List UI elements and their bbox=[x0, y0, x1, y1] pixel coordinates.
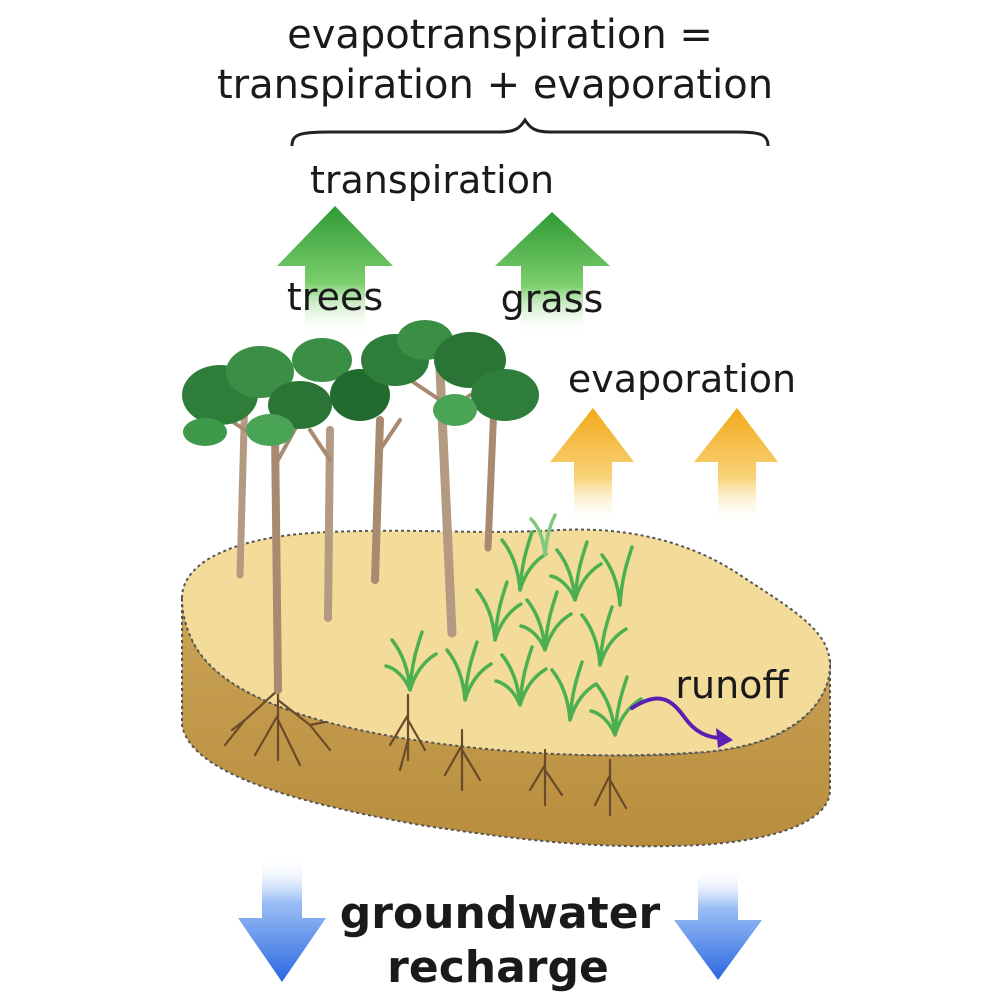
groundwater-label: groundwater bbox=[340, 888, 661, 939]
roots bbox=[223, 666, 628, 817]
up-arrow-icon-evaporation-left bbox=[550, 408, 634, 525]
up-arrow-icon-grass bbox=[495, 212, 610, 335]
down-arrow-icon-left bbox=[238, 858, 326, 982]
runoff-arrowhead bbox=[716, 728, 733, 748]
trees-label: trees bbox=[287, 275, 383, 319]
runoff-label: runoff bbox=[675, 663, 789, 707]
brace-icon bbox=[290, 117, 770, 147]
soil-top bbox=[180, 528, 832, 757]
recharge-label: recharge bbox=[387, 942, 609, 993]
equation-line-2: transpiration + evaporation bbox=[217, 62, 773, 108]
up-arrow-icon-trees bbox=[277, 206, 393, 335]
grass-tuft-icon bbox=[384, 513, 643, 737]
down-arrow-icon-right bbox=[674, 868, 762, 980]
tree-icon bbox=[182, 320, 539, 446]
curved-arrow-icon bbox=[630, 696, 724, 740]
transpiration-label: transpiration bbox=[310, 158, 554, 202]
evaporation-label: evaporation bbox=[568, 357, 796, 401]
up-arrow-icon-evaporation-right bbox=[694, 408, 778, 525]
grass-label: grass bbox=[501, 277, 604, 321]
equation-line-1: evapotranspiration = bbox=[287, 12, 713, 58]
